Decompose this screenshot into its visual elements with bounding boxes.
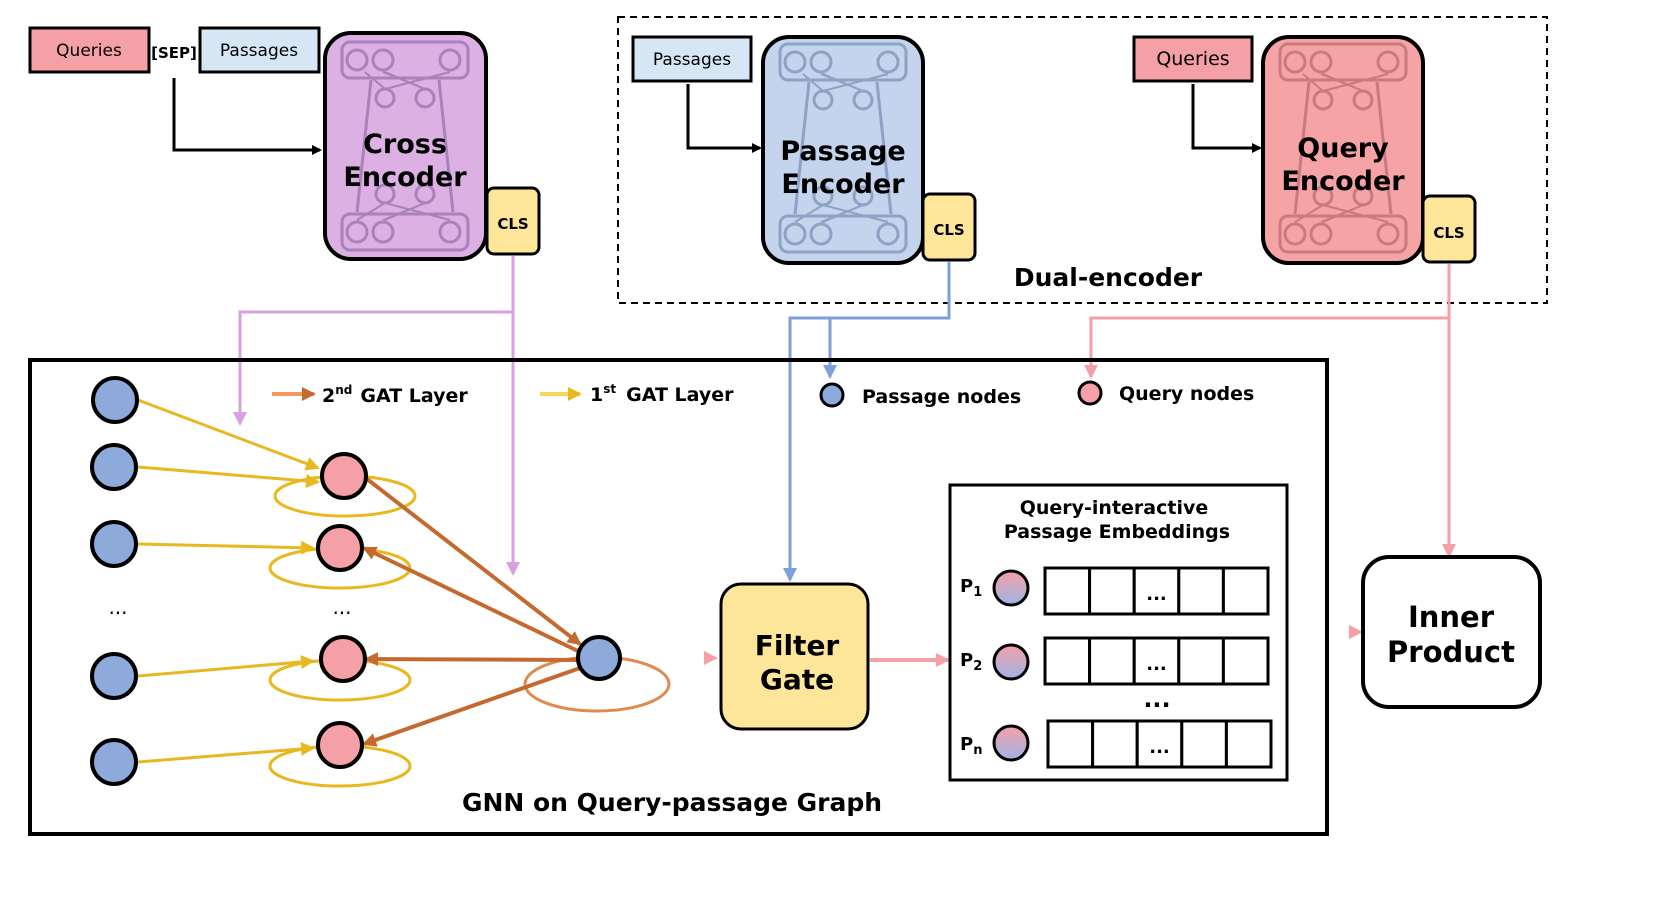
query-encoder-label-line1: Query [1297, 133, 1389, 164]
embedding-cell-ellipsis: ... [1146, 654, 1167, 675]
dual-queries-label: Queries [1156, 48, 1229, 70]
inner-product-label-line1: Inner [1408, 600, 1495, 634]
embedding-cell [1177, 566, 1225, 616]
passage-cls-token [921, 192, 977, 262]
passage-nodes-ellipsis: ... [108, 595, 127, 619]
cross-encoder-box [323, 31, 488, 261]
legend-query-nodes-label: Query nodes [1119, 383, 1254, 405]
passage-node-5 [90, 738, 138, 786]
embedding-cell [1043, 636, 1092, 686]
dual-encoder-frame [617, 16, 1548, 304]
query-cls-label: CLS [1433, 224, 1464, 242]
cross-encoder-label-line2: Encoder [343, 162, 467, 193]
embedding-cell [1088, 636, 1136, 686]
embedding-row-node-icon [992, 724, 1030, 762]
cross-queries-label: Queries [56, 41, 122, 61]
first-gat-edges [137, 398, 320, 764]
filter-gate-box [719, 582, 870, 731]
inner-product-box [1361, 555, 1542, 709]
legend-passage-nodes-label: Passage nodes [862, 386, 1021, 408]
dual-passages-label: Passages [653, 50, 731, 70]
passage-encoder-label-line1: Passage [780, 136, 905, 167]
embedding-cell [1091, 719, 1139, 769]
query-encoder-label-line2: Encoder [1281, 166, 1405, 197]
gnn-title: GNN on Query-passage Graph [462, 788, 882, 817]
query-cls-output-arrows [1084, 264, 1456, 558]
embedding-row-label: P2 [960, 650, 982, 674]
cross-passages-box [198, 26, 321, 74]
filter-gate-label-line1: Filter [755, 629, 840, 662]
cross-encoder-label-line1: Cross [363, 129, 447, 160]
sep-token-label: [SEP] [151, 44, 197, 62]
passage-node-1 [91, 376, 139, 424]
legend-query-node-icon [1077, 380, 1103, 406]
legend-passage-node-icon [819, 382, 845, 408]
embedding-cell [1177, 636, 1225, 686]
embedding-row: P2... [960, 636, 1270, 686]
embedding-row-node-icon [992, 643, 1030, 681]
passage-node-3 [90, 520, 138, 568]
second-gat-edges [362, 477, 582, 747]
embedding-cell [1046, 719, 1095, 769]
embedding-row: P1... [960, 566, 1270, 616]
gnn-frame [28, 358, 1329, 836]
passage-input-arrow [686, 84, 762, 153]
embedding-cell [1221, 566, 1270, 616]
filter-gate-label-line2: Gate [760, 663, 834, 696]
cross-queries-box [28, 26, 151, 74]
query-node-3 [319, 635, 367, 683]
passage-node-2 [90, 443, 138, 491]
query-node-2 [316, 524, 364, 572]
embedding-rows-ellipsis: ... [1143, 685, 1170, 713]
embedding-row: Pn... [960, 719, 1273, 769]
query-input-arrow [1191, 84, 1262, 153]
query-node-4 [316, 721, 364, 769]
passage-cls-label: CLS [933, 221, 964, 239]
embeddings-to-product-arrowhead [1349, 625, 1363, 639]
inner-product-label-line2: Product [1387, 635, 1515, 669]
embeddings-title-line2: Passage Embeddings [1004, 521, 1230, 543]
embedding-cell [1224, 719, 1273, 769]
embedding-cell-ellipsis: ... [1146, 584, 1167, 605]
cross-cls-output-arrows [233, 256, 520, 576]
passage-encoder-box [761, 35, 925, 265]
embedding-row-label: Pn [960, 734, 982, 758]
center-passage-node [576, 635, 622, 681]
passage-encoder-label-line2: Encoder [781, 169, 905, 200]
embedding-row-node-icon [992, 569, 1030, 607]
cross-cls-token [485, 186, 541, 256]
query-encoder-box [1261, 35, 1425, 265]
dual-queries-box [1132, 35, 1254, 83]
query-nodes [316, 452, 368, 769]
gnn-to-filter-arrowhead [704, 651, 718, 665]
embedding-row-label: P1 [960, 576, 982, 600]
query-cls-token [1421, 194, 1477, 264]
passage-nodes [90, 376, 139, 786]
embedding-rows: P1...P2...Pn... [960, 566, 1273, 769]
embedding-cell [1088, 566, 1136, 616]
embeddings-title-line1: Query-interactive [1020, 497, 1209, 519]
embedding-cell [1221, 636, 1270, 686]
passage-cls-output-arrows [783, 262, 951, 582]
passage-node-4 [90, 652, 138, 700]
cross-cls-label: CLS [497, 215, 528, 233]
embedding-cell [1043, 566, 1092, 616]
query-nodes-ellipsis: ... [332, 595, 351, 619]
cross-passages-label: Passages [220, 41, 298, 61]
embedding-cell-ellipsis: ... [1149, 737, 1170, 758]
dual-encoder-title: Dual-encoder [1014, 263, 1203, 292]
embedding-cell [1180, 719, 1228, 769]
cross-input-arrow [172, 78, 322, 155]
dual-passages-box [631, 35, 753, 83]
query-node-1 [320, 452, 368, 500]
